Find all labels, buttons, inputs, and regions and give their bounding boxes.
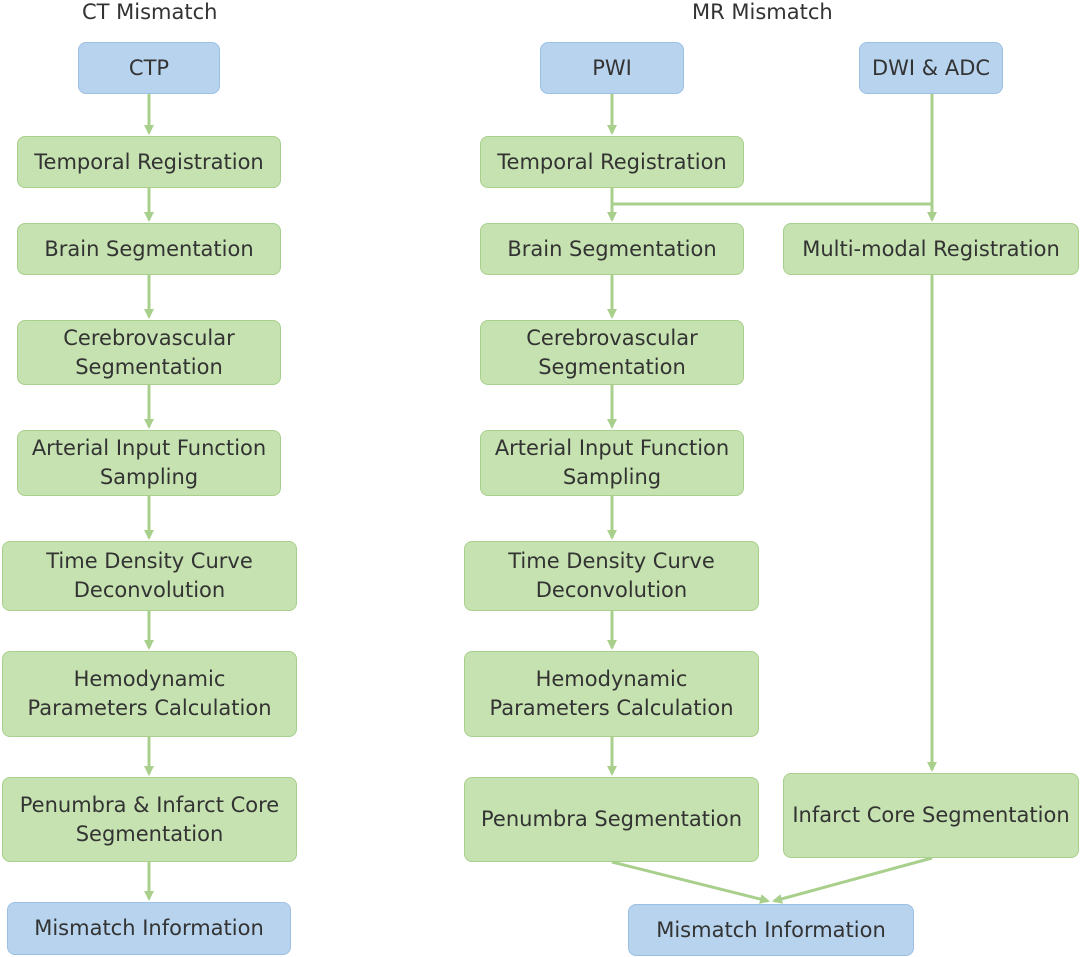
mr-brain-segmentation-node: Brain Segmentation [480,223,744,275]
mr-infarct-core-segmentation-node: Infarct Core Segmentation [783,773,1079,858]
mr-tdc-deconvolution-node: Time Density Curve Deconvolution [464,541,759,611]
mr-multimodal-registration-node: Multi-modal Registration [783,223,1079,275]
ct-brain-segmentation-node: Brain Segmentation [17,223,281,275]
ct-temporal-registration-node: Temporal Registration [17,136,281,188]
mr-cerebrovascular-segmentation-node: Cerebrovascular Segmentation [480,320,744,385]
mr-temporal-registration-node: Temporal Registration [480,136,744,188]
mr-mismatch-title: MR Mismatch [692,0,833,24]
mr-penumbra-segmentation-node: Penumbra Segmentation [464,777,759,862]
ct-cerebrovascular-segmentation-node: Cerebrovascular Segmentation [17,320,281,385]
mr-pwi-node: PWI [540,42,684,94]
ct-aif-sampling-node: Arterial Input Function Sampling [17,430,281,496]
ct-penumbra-infarct-segmentation-node: Penumbra & Infarct Core Segmentation [2,777,297,862]
mr-arrow-penumbra-to-mismatch [611,860,770,904]
mr-mismatch-information-node: Mismatch Information [628,904,914,956]
ct-hemodynamic-parameters-node: Hemodynamic Parameters Calculation [2,651,297,737]
ct-ctp-node: CTP [78,42,220,94]
mr-dwi-adc-node: DWI & ADC [859,42,1003,94]
ct-mismatch-information-node: Mismatch Information [7,902,291,955]
ct-mismatch-title: CT Mismatch [82,0,218,24]
ct-tdc-deconvolution-node: Time Density Curve Deconvolution [2,541,297,611]
mr-arrow-infarct-to-mismatch [772,856,933,904]
mr-aif-sampling-node: Arterial Input Function Sampling [480,430,744,496]
mr-hemodynamic-parameters-node: Hemodynamic Parameters Calculation [464,651,759,737]
